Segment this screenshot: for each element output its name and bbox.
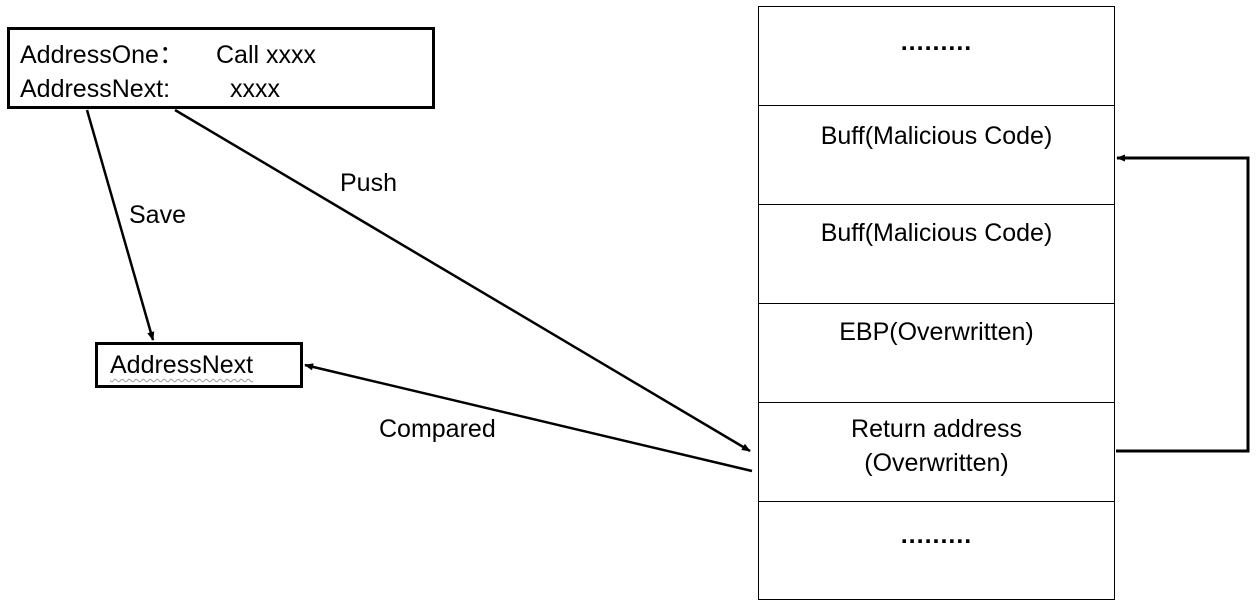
stack-divider (759, 501, 1114, 502)
stack-cell-buffer-1: Buff(Malicious Code) (820, 122, 1053, 150)
address-next-label: AddressNext: (20, 75, 171, 103)
push-arrow (174, 108, 751, 453)
compared-arrow-label: Compared (379, 415, 496, 443)
address-one-instruction: Call xxxx (216, 41, 317, 69)
stack-divider (759, 402, 1114, 403)
stack-cell-ebp: EBP(Overwritten) (839, 318, 1034, 346)
address-one-label: AddressOne： (20, 41, 184, 69)
address-next-instruction: xxxx (230, 75, 280, 103)
instruction-row-address-next: AddressNext: xxxx (20, 72, 432, 106)
stack-divider (759, 105, 1114, 106)
instruction-row-address-one: AddressOne： Call xxxx (20, 38, 432, 72)
stack-cell-buffer-2: Buff(Malicious Code) (820, 219, 1053, 247)
stack-cell-top-ellipsis: ......... (900, 28, 973, 56)
instruction-box: AddressOne： Call xxxx AddressNext: xxxx (7, 27, 435, 109)
save-arrow-label: Save (129, 201, 186, 229)
stack-divider (759, 303, 1114, 304)
return-redirect-arrow (1116, 154, 1250, 453)
stack-cell-bottom-ellipsis: ......... (900, 521, 973, 549)
saved-address-label: AddressNext (110, 351, 254, 379)
stack-cell-return-address: Return address (Overwritten) (851, 415, 1022, 477)
stack-divider (759, 204, 1114, 205)
compared-arrow (304, 363, 753, 473)
saved-address-box: AddressNext (95, 342, 303, 388)
save-arrow (85, 109, 155, 341)
push-arrow-label: Push (340, 169, 397, 197)
stack-diagram: ......... Buff(Malicious Code) Buff(Mali… (758, 6, 1115, 600)
